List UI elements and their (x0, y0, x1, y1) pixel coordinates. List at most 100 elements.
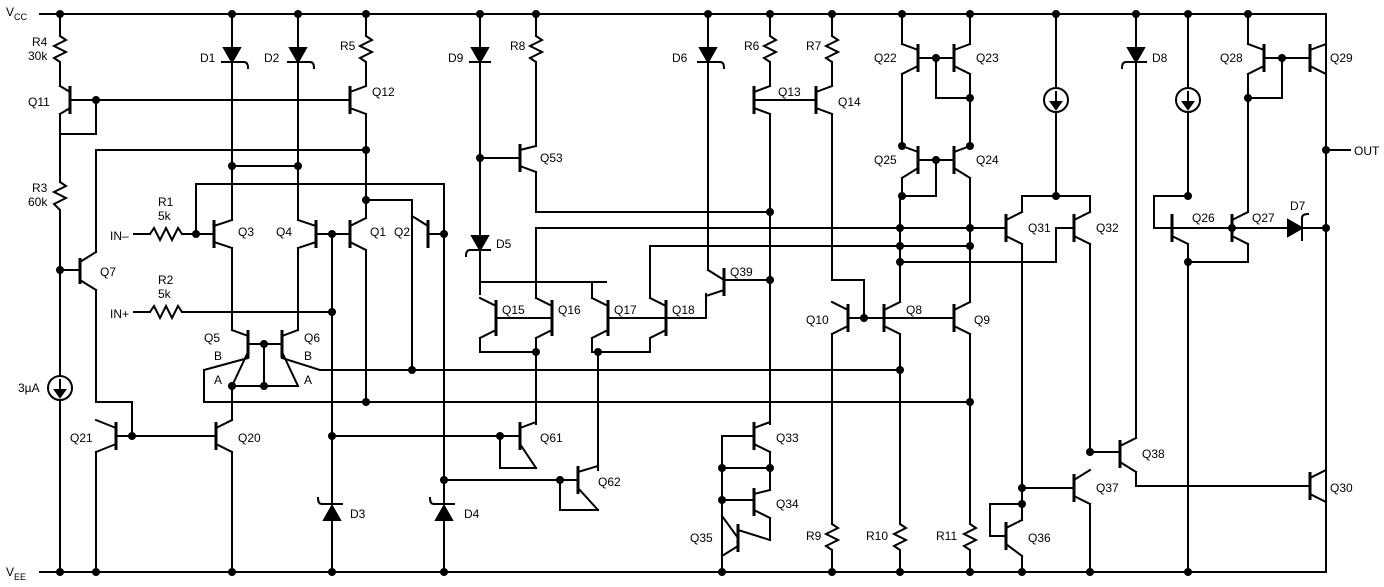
q5-label: Q5 (204, 331, 220, 345)
r1-value: 5k (158, 209, 172, 223)
transistor-q39 (704, 268, 771, 298)
resistor-r8-branch (527, 13, 545, 147)
resistor-r6-branch (761, 13, 779, 87)
q9-label: Q9 (974, 313, 990, 327)
q6-node-a: A (304, 373, 312, 387)
resistor-r10 (891, 523, 909, 573)
transistor-q14 (814, 84, 834, 281)
q5-node-a: A (214, 373, 222, 387)
r4-label: R4 (32, 35, 48, 49)
in-minus-pin: IN– (110, 229, 129, 243)
transistor-q38 (1089, 436, 1311, 487)
q53-label: Q53 (540, 151, 563, 165)
transistor-q13 (752, 84, 817, 425)
q22-label: Q22 (874, 51, 897, 65)
r2-value: 5k (158, 287, 172, 301)
transistor-q18 (607, 245, 707, 353)
q11-label: Q11 (28, 95, 50, 109)
diode-d5 (464, 235, 491, 283)
transistor-q27 (1171, 99, 1250, 263)
transistor-q31 (969, 195, 1091, 505)
vcc-rail (39, 13, 1327, 573)
q29-label: Q29 (1330, 51, 1353, 65)
q18-label: Q18 (672, 303, 695, 317)
d6-label: D6 (672, 51, 688, 65)
r1-label: R1 (158, 195, 174, 209)
r3-label: R3 (32, 181, 48, 195)
diode-d8 (1120, 13, 1147, 439)
resistor-r1 (149, 225, 183, 243)
q17-label: Q17 (614, 303, 637, 317)
q23-label: Q23 (976, 51, 999, 65)
q24-label: Q24 (976, 153, 999, 167)
q28-label: Q28 (1220, 51, 1243, 65)
q7-label: Q7 (100, 265, 116, 279)
diode-d6 (697, 13, 726, 282)
diode-d7 (1231, 212, 1327, 241)
q37-label: Q37 (1096, 481, 1119, 495)
q21-label: Q21 (70, 431, 93, 445)
q35-label: Q35 (690, 531, 713, 545)
q39-label: Q39 (730, 265, 753, 279)
q4-label: Q4 (276, 225, 292, 239)
transistor-q16 (495, 227, 554, 425)
resistor-r5-branch (357, 13, 375, 87)
current-source-q26 (1175, 13, 1201, 197)
in-plus-pin: IN+ (110, 307, 129, 321)
q2-label: Q2 (394, 225, 410, 239)
transistor-q25 (900, 144, 955, 197)
resistor-r2 (149, 303, 183, 321)
q31-label: Q31 (1028, 221, 1051, 235)
transistor-q62 (559, 464, 600, 512)
q15-label: Q15 (502, 303, 525, 317)
transistor-q4 (296, 218, 333, 331)
transistor-q10 (830, 279, 885, 525)
q32-label: Q32 (1096, 221, 1119, 235)
transistor-q15 (478, 281, 537, 353)
q6-node-b: B (304, 349, 312, 363)
transistor-q2 (365, 199, 445, 371)
transistor-q32 (899, 195, 1092, 453)
r5-label: R5 (340, 39, 356, 53)
current-source-q31 (1043, 13, 1069, 197)
r6-label: R6 (744, 39, 760, 53)
transistor-q22 (900, 13, 955, 147)
q20-label: Q20 (238, 431, 261, 445)
resistor-r4 (51, 35, 69, 63)
vee-label: VEE (6, 565, 26, 582)
out-pin: OUT (1354, 144, 1380, 158)
transistor-q23 (935, 13, 972, 147)
transistor-q20 (214, 387, 234, 573)
resistor-r7-branch (823, 13, 841, 87)
q36-label: Q36 (1028, 531, 1051, 545)
resistor-r9 (823, 523, 841, 573)
d1-label: D1 (200, 51, 216, 65)
transistor-q29 (1308, 42, 1328, 76)
transistor-q8 (882, 195, 955, 525)
d8-label: D8 (1152, 51, 1168, 65)
q16-label: Q16 (558, 303, 581, 317)
q13-label: Q13 (778, 85, 801, 99)
q30-label: Q30 (1330, 481, 1353, 495)
transistor-q35 (720, 514, 772, 558)
transistor-q11 (58, 84, 97, 135)
transistor-q21 (94, 401, 217, 573)
diode-d3 (316, 493, 343, 573)
d5-label: D5 (496, 237, 512, 251)
transistor-q53 (479, 144, 771, 213)
r8-label: R8 (510, 39, 526, 53)
bias-current-label: 3µA (18, 381, 40, 395)
q33-label: Q33 (776, 431, 799, 445)
q34-label: Q34 (776, 497, 799, 511)
d4-label: D4 (464, 507, 480, 521)
transistor-q36 (989, 487, 1075, 573)
transistor-q9 (952, 177, 972, 525)
resistor-r11 (961, 523, 979, 573)
diode-d9 (469, 13, 491, 235)
d9-label: D9 (448, 51, 464, 65)
q6-label: Q6 (304, 331, 320, 345)
r10-label: R10 (866, 529, 888, 543)
transistor-q37 (1072, 468, 1092, 573)
r7-label: R7 (806, 39, 822, 53)
